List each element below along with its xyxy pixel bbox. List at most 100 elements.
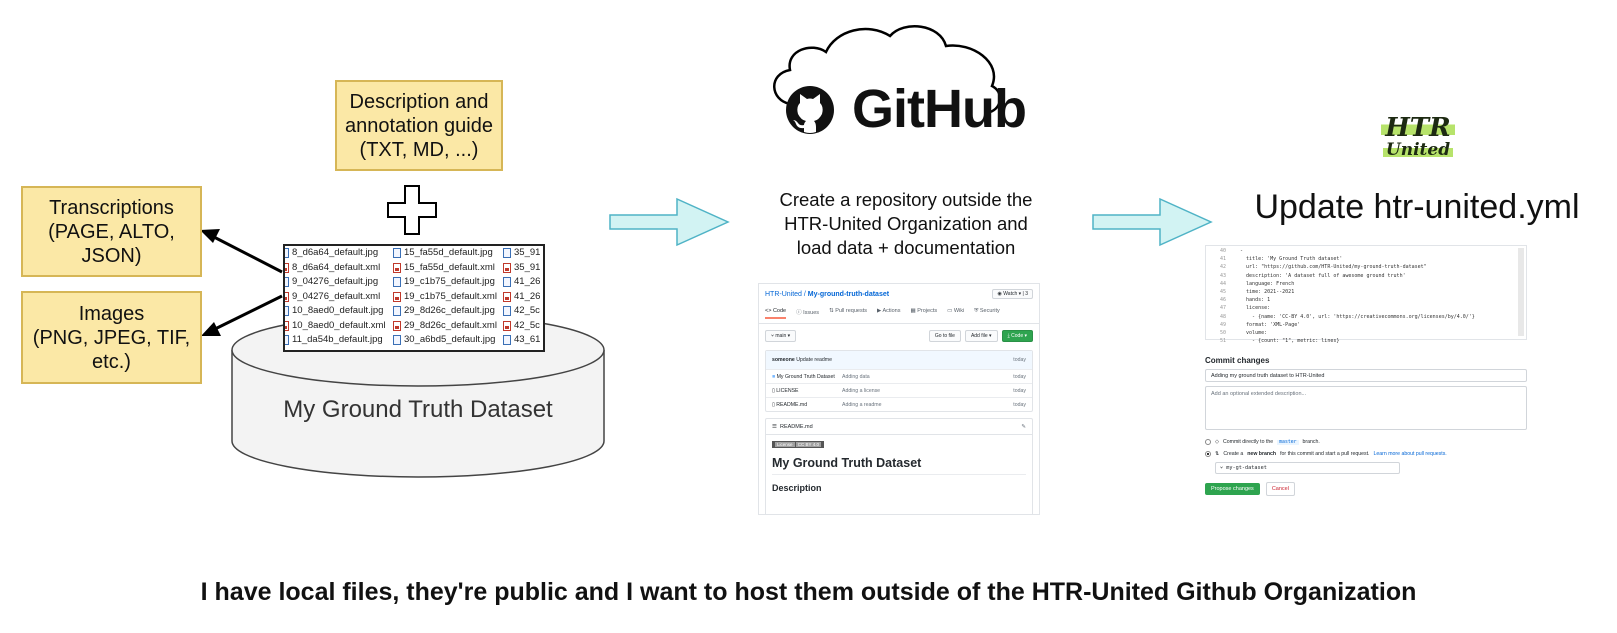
commit-direct-radio[interactable]: ◇ Commit directly to the master branch. [1205, 436, 1527, 448]
file-entry: 30_a6bd5_default.jpg [393, 333, 498, 348]
tab-pull-requests[interactable]: ⇅ Pull requests [829, 308, 867, 314]
goto-file-button[interactable]: Go to file [928, 330, 961, 342]
yaml-editor[interactable]: 40 -41 title: 'My Ground Truth dataset'4… [1205, 245, 1527, 344]
file-name: 8_d6a64_default.xml [292, 261, 381, 273]
tab-actions[interactable]: ▶ Actions [876, 308, 901, 314]
file-entry: 41_26 [503, 290, 540, 305]
code-line: 44 language: French [1219, 280, 1295, 287]
code-line: 42 url: "https://github.com/HTR-United/m… [1219, 264, 1427, 271]
update-yml-text: Update htr-united.yml [1254, 188, 1580, 226]
file-entry: 19_c1b75_default.jpg [393, 275, 498, 290]
readme-panel: ☰ README.md✎ License CC BY 4.0 My Ground… [765, 418, 1033, 514]
file-entry: 42_5c [503, 319, 540, 334]
file-name: 30_a6bd5_default.xml [404, 348, 498, 351]
commit-description-input[interactable]: Add an optional extended description... [1205, 386, 1527, 430]
branch-select[interactable]: ⑂ main ▾ [765, 330, 797, 342]
tab-code[interactable]: <> Code [765, 308, 787, 319]
watch-button[interactable]: ◉ Watch ▾ | 3 [992, 289, 1033, 299]
file-name: 9_04276_default.jpg [292, 276, 379, 287]
propose-changes-button[interactable]: Propose changes [1205, 483, 1260, 495]
plus-sign [387, 185, 437, 235]
file-name: 19_c1b75_default.jpg [404, 276, 495, 287]
file-entry: 30_a6bd5_default.xml [393, 348, 498, 351]
file-listing: 8_d6a64_default.jpg 8_d6a64_default.xml 9_… [283, 244, 545, 352]
xml-file-icon [285, 291, 289, 302]
tab-wiki[interactable]: ▭ Wiki [947, 308, 965, 314]
file-name: 11_da54b_default.xml [292, 348, 385, 351]
table-row[interactable]: ■ My Ground Truth Dataset Adding data to… [766, 369, 1032, 383]
code-line: 50 volume: [1219, 330, 1268, 337]
code-line: 41 title: 'My Ground Truth dataset' [1219, 256, 1343, 263]
github-wordmark: GitHub [852, 79, 1027, 139]
repo-tabs: <> Code ⓘ Issues ⇅ Pull requests ▶ Actio… [759, 304, 1039, 324]
code-line: 49 format: 'XML-Page' [1219, 321, 1301, 328]
table-row[interactable]: ▯ LICENSE Adding a license today [766, 383, 1032, 397]
add-file-button[interactable]: Add file ▾ [964, 330, 998, 342]
latest-commit-row: someone Update readme today [766, 351, 1032, 369]
file-name: 15_fa55d_default.xml [404, 261, 495, 273]
file-entry: 43_61 [503, 348, 540, 350]
pull-request-help-link[interactable]: Learn more about pull requests. [1373, 451, 1447, 457]
file-entry: 15_fa55d_default.jpg [393, 246, 498, 261]
file-name: 15_fa55d_default.jpg [404, 247, 493, 258]
xml-file-icon [393, 291, 401, 302]
file-name: 30_a6bd5_default.jpg [404, 334, 496, 345]
dataset-label: My Ground Truth Dataset [283, 396, 553, 423]
images-box: Images (PNG, JPEG, TIF, etc.) [21, 291, 202, 384]
github-repo-screenshot: HTR-United / My-ground-truth-dataset ◉ W… [758, 283, 1040, 515]
tab-issues[interactable]: ⓘ Issues [796, 310, 820, 316]
code-line: 47 license: [1219, 305, 1271, 312]
xml-file-icon [503, 291, 511, 302]
commit-title: Commit changes [1205, 356, 1270, 365]
file-entry: 19_c1b75_default.xml [393, 290, 498, 305]
xml-file-icon [393, 349, 401, 350]
file-name: 35_91 [514, 261, 541, 273]
transcriptions-box: Transcriptions (PAGE, ALTO, JSON) [21, 186, 202, 277]
file-entry: 29_8d26c_default.xml [393, 319, 498, 334]
repo-path[interactable]: HTR-United / My-ground-truth-dataset [765, 290, 890, 298]
code-line: 43 description: 'A dataset full of aweso… [1219, 272, 1406, 279]
code-line: 45 time: 2021--2021 [1219, 289, 1295, 296]
new-branch-input[interactable]: ⑂ my-gt-dataset [1215, 462, 1400, 474]
flow-arrow-2 [1092, 197, 1213, 247]
license-badge: License CC BY 4.0 [772, 441, 824, 448]
code-line: 40 - [1219, 248, 1244, 254]
tab-projects[interactable]: ▦ Projects [910, 308, 938, 314]
image-file-icon [503, 335, 511, 346]
xml-file-icon [285, 349, 289, 350]
file-name: 41_26 [514, 276, 541, 287]
file-table: someone Update readme today ■ My Ground … [765, 350, 1033, 412]
file-entry: 43_61 [503, 333, 540, 348]
file-name: 42_5c [514, 305, 540, 316]
xml-file-icon [393, 262, 401, 273]
image-file-icon [393, 248, 401, 259]
file-name: 42_5c [514, 319, 540, 331]
xml-file-icon [285, 320, 289, 331]
image-file-icon [285, 335, 289, 346]
file-entry: 8_d6a64_default.xml [285, 261, 386, 276]
xml-file-icon [503, 320, 511, 331]
arrow-to-transcriptions [200, 229, 283, 274]
file-name: 10_8aed0_default.jpg [292, 305, 384, 316]
file-name: 11_da54b_default.jpg [292, 334, 383, 345]
code-line: 46 hands: 1 [1219, 297, 1271, 304]
code-button[interactable]: ⤓ Code ▾ [1001, 330, 1033, 342]
image-file-icon [285, 306, 289, 317]
cancel-button[interactable]: Cancel [1265, 482, 1295, 496]
file-entry: 29_8d26c_default.jpg [393, 304, 498, 319]
file-name: 10_8aed0_default.xml [292, 319, 386, 331]
image-file-icon [285, 277, 289, 288]
image-file-icon [393, 335, 401, 346]
commit-message-input[interactable]: Adding my ground truth dataset to HTR-Un… [1205, 369, 1527, 382]
file-entry: 10_8aed0_default.xml [285, 319, 386, 334]
table-row[interactable]: ▯ README.md Adding a readme today [766, 397, 1032, 411]
annotation-guide-box: Description and annotation guide (TXT, M… [335, 80, 503, 171]
file-entry: 35_91 [503, 246, 540, 261]
tab-security[interactable]: ⛨ Security [974, 308, 1000, 314]
file-name: 43_61 [514, 334, 541, 345]
editor-scrollbar[interactable] [1518, 248, 1524, 336]
htr-united-logo: HTR United [1378, 115, 1458, 159]
commit-new-branch-radio[interactable]: ⇅ Create a new branch for this commit an… [1205, 448, 1527, 460]
image-file-icon [393, 306, 401, 317]
file-name: 8_d6a64_default.jpg [292, 247, 379, 258]
